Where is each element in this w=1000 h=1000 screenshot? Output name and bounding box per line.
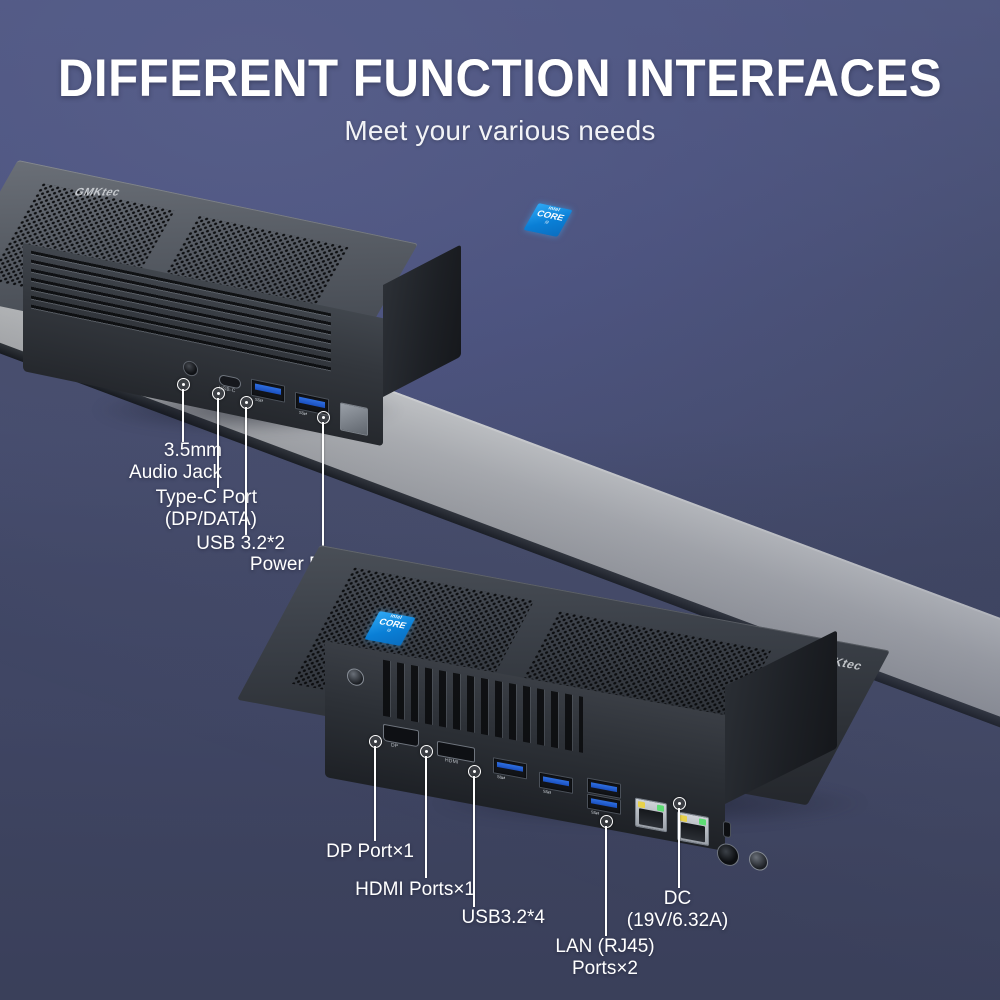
callout-type-c-port: Type-C Port (DP/DATA) [155, 487, 257, 530]
mini-pc-front-view: GMKtec USB-C SS⇄ SS⇄ intel CORE i9 [0, 160, 573, 460]
callout-dp-port: DP Port×1 [326, 841, 414, 862]
lan-port-1[interactable] [635, 797, 667, 833]
audio-jack-port[interactable] [183, 359, 198, 378]
callout-dot-dc-input [673, 797, 686, 810]
callout-dot-type-c [212, 387, 225, 400]
lan-port-2[interactable] [677, 811, 709, 847]
callout-dot-audio-jack [177, 378, 190, 391]
callout-line-lan-ports [604, 826, 607, 936]
callout-dc-input: DC (19V/6.32A) [626, 888, 729, 931]
callout-line-dc-input [677, 808, 680, 888]
callout-usb32-rear: USB3.2*4 [461, 907, 545, 928]
usb-blade [591, 782, 617, 792]
callout-line-usb32-front [244, 407, 247, 535]
lan-led-green [699, 818, 706, 826]
page-title: DIFFERENT FUNCTION INTERFACES [57, 49, 943, 108]
usb-blade [543, 776, 569, 787]
callout-dot-power-button [317, 411, 330, 424]
page-subtitle: Meet your various needs [344, 115, 656, 146]
callout-line-hdmi-port [424, 756, 427, 878]
kensington-lock-slot [723, 820, 731, 839]
callout-dot-hdmi-port [420, 745, 433, 758]
callout-line-power-button [321, 422, 324, 556]
callout-line-type-c [216, 398, 219, 488]
brand-logo-front: GMKtec [72, 186, 123, 199]
callout-dot-usb32-front [240, 396, 253, 409]
hdmi-port-label: HDMI [445, 757, 459, 766]
superspeed-icon-4: SS⇄ [543, 788, 552, 795]
usb-blade [591, 798, 617, 808]
callout-usb32-front: USB 3.2*2 [196, 533, 285, 554]
power-button[interactable] [340, 402, 368, 437]
callout-dot-dp-port [369, 735, 382, 748]
dp-port-label: DP [391, 742, 399, 750]
callout-line-usb32-rear [472, 776, 475, 907]
lan-led-yellow [638, 801, 645, 808]
callout-line-dp-port [373, 746, 376, 841]
mini-pc-rear-view: GMKtec DP HDMI SS⇄ SS⇄ SS⇄ [237, 545, 1000, 873]
thumbscrew-left[interactable] [347, 667, 364, 688]
usb-blade [497, 761, 523, 773]
usb-blade [299, 396, 325, 409]
lan-led-green [657, 804, 664, 812]
lan-led-yellow [680, 815, 687, 822]
lan-jack-opening [639, 808, 663, 829]
callout-audio-jack: 3.5mm Audio Jack [129, 440, 222, 483]
lan-jack-opening [681, 822, 705, 843]
callout-dot-lan-ports [600, 815, 613, 828]
usb-blade [255, 383, 281, 395]
callout-dot-usb32-rear [468, 765, 481, 778]
superspeed-icon-2: SS⇄ [299, 409, 308, 417]
dp-port[interactable] [383, 723, 419, 748]
callout-hdmi-port: HDMI Ports×1 [355, 879, 475, 900]
superspeed-icon-3: SS⇄ [497, 773, 506, 781]
callout-line-audio-jack [181, 389, 184, 442]
callout-lan-ports: LAN (RJ45) Ports×2 [555, 936, 655, 979]
superspeed-icon-1: SS⇄ [255, 396, 264, 404]
superspeed-icon-5: SS⇄ [591, 809, 600, 816]
